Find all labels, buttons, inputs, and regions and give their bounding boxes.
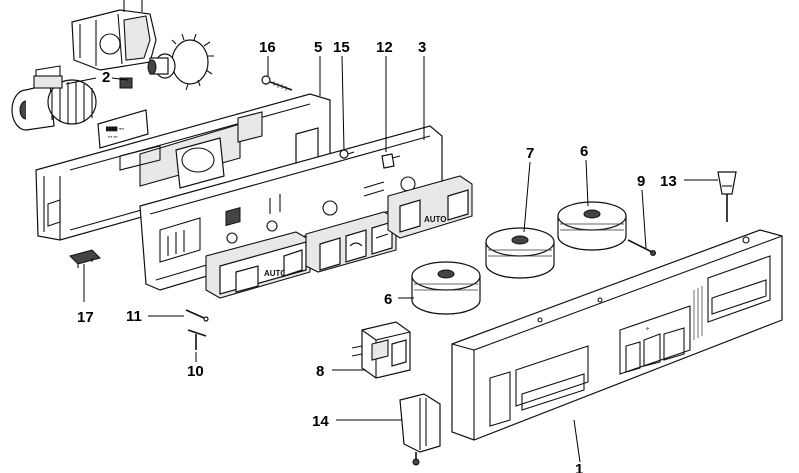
switch-bank-middle <box>305 211 397 273</box>
callout-13: 13 <box>660 173 677 190</box>
part-13-screwdriver-pin <box>717 171 737 222</box>
part-9-pin <box>627 239 656 256</box>
callout-3: 3 <box>418 39 426 56</box>
part-6-knob-right <box>557 201 627 251</box>
auto-label-left: AUTO <box>264 269 287 278</box>
callout-8: 8 <box>316 363 324 380</box>
part-10-pin <box>187 329 207 350</box>
callout-17: 17 <box>77 309 94 326</box>
part-1-front-panel: ✣ <box>451 229 783 441</box>
callout-1: 1 <box>575 461 583 473</box>
callout-12: 12 <box>376 39 393 56</box>
callout-2: 2 <box>102 69 110 86</box>
part-7-knob-center <box>485 227 555 279</box>
part-8-switch-module <box>351 321 411 379</box>
callout-14: 14 <box>312 413 329 430</box>
callout-15: 15 <box>333 39 350 56</box>
svg-text:✣: ✣ <box>646 326 650 331</box>
callout-9: 9 <box>637 173 645 190</box>
part-17-clip <box>69 249 101 268</box>
part-6-knob-left <box>411 261 481 315</box>
part-11-pin <box>185 309 209 322</box>
svg-text:▪▪▪ ▪▪▪: ▪▪▪ ▪▪▪ <box>108 134 118 139</box>
part-12-bulb <box>381 153 401 169</box>
part-16-screw <box>261 75 293 91</box>
callout-labels: 2 16 5 15 12 3 7 6 9 13 6 17 11 10 8 14 … <box>77 39 677 473</box>
svg-text:████ ▪▪▪▪: ████ ▪▪▪▪ <box>106 126 125 132</box>
switch-bank-right: AUTO <box>387 175 473 239</box>
callout-6-left: 6 <box>384 291 392 308</box>
callout-5: 5 <box>314 39 322 56</box>
part-14-bracket <box>399 393 441 466</box>
callout-6-right: 6 <box>580 143 588 160</box>
callout-16: 16 <box>259 39 276 56</box>
auto-label-right: AUTO <box>424 215 447 224</box>
callout-11: 11 <box>126 308 142 325</box>
callout-10: 10 <box>187 363 204 380</box>
leader-lines <box>65 55 718 463</box>
callout-7: 7 <box>526 145 534 162</box>
switch-bank-left: AUTO <box>205 207 311 299</box>
part-2-servo-assembly <box>11 0 214 131</box>
part-5-rear-housing: ████ ▪▪▪▪ ▪▪▪ ▪▪▪ <box>35 93 331 241</box>
